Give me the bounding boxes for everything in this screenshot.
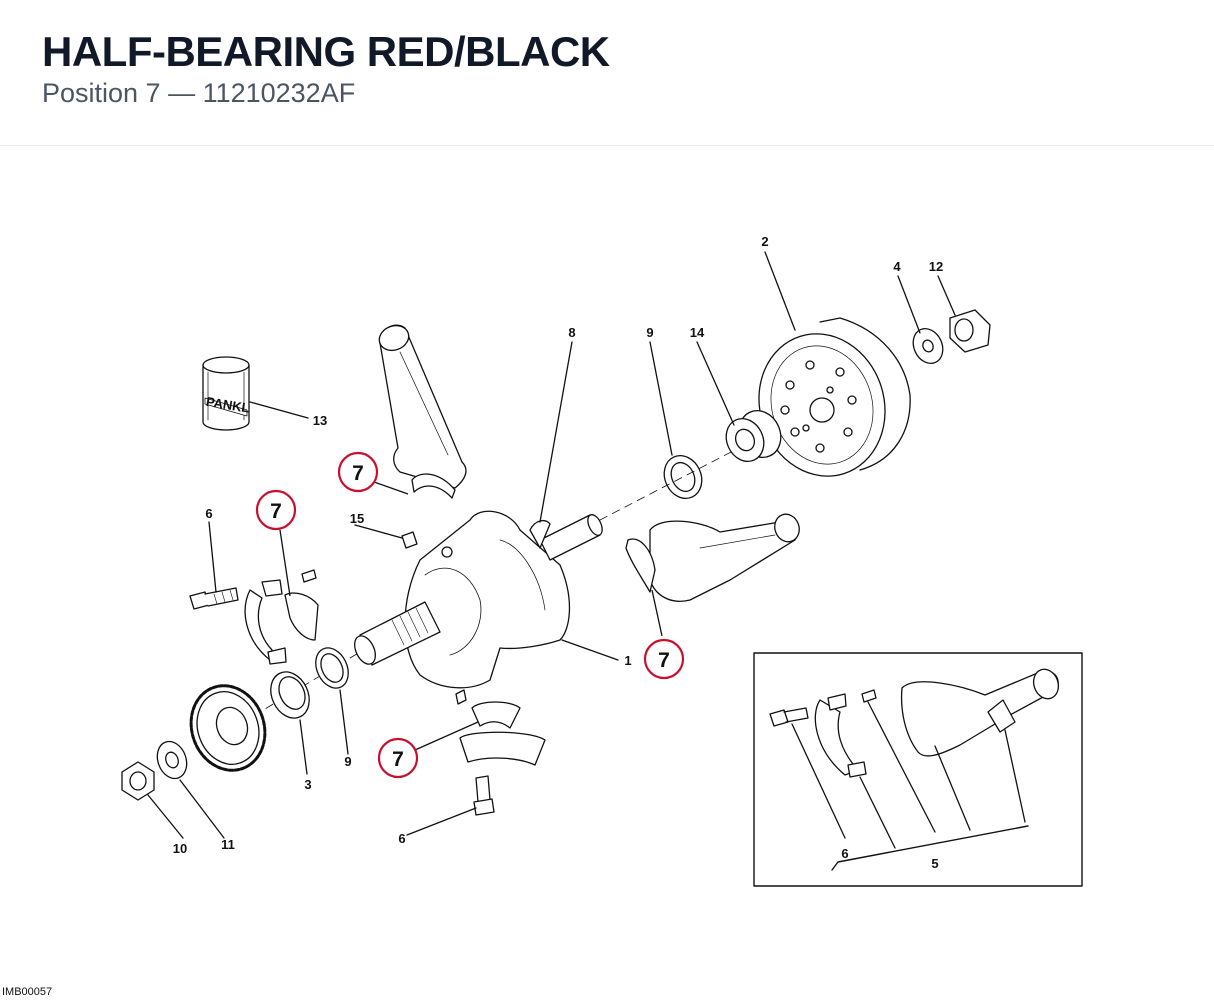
label-part-15: 15 bbox=[350, 511, 364, 526]
label-part-13: 13 bbox=[313, 413, 327, 428]
left-rod-cap bbox=[244, 569, 319, 665]
lower-rod-cap bbox=[455, 689, 546, 766]
timing-gear bbox=[189, 684, 267, 772]
label-part-3: 3 bbox=[304, 777, 311, 792]
callout-7-bottom: 7 bbox=[377, 737, 419, 779]
part-11-washer bbox=[156, 740, 188, 780]
label-part-12: 12 bbox=[929, 259, 943, 274]
label-part-9-bottom: 9 bbox=[344, 754, 351, 769]
label-part-5-inset: 5 bbox=[931, 856, 938, 871]
label-part-8: 8 bbox=[568, 325, 575, 340]
part-6-bolt-bottom bbox=[473, 775, 495, 816]
part-2-flywheel bbox=[758, 317, 911, 477]
pin-brand-text: PANKL bbox=[205, 394, 251, 416]
label-part-11: 11 bbox=[221, 837, 235, 852]
part-1-crankshaft bbox=[354, 510, 603, 689]
label-part-2: 2 bbox=[761, 234, 768, 249]
part-15-dowel bbox=[401, 531, 418, 549]
callout-7-top: 7 bbox=[337, 451, 379, 493]
svg-text:7: 7 bbox=[352, 462, 364, 485]
upper-connecting-rod bbox=[378, 324, 467, 499]
part-14-hub bbox=[725, 410, 782, 462]
label-part-6-bottom: 6 bbox=[398, 831, 405, 846]
label-part-10: 10 bbox=[173, 841, 187, 856]
svg-text:7: 7 bbox=[658, 649, 670, 672]
callout-7-right: 7 bbox=[643, 638, 685, 680]
label-part-4: 4 bbox=[893, 259, 901, 274]
part-9-washer-right bbox=[663, 455, 703, 499]
highlight-callouts bbox=[279, 481, 663, 751]
page-header: HALF-BEARING RED/BLACK Position 7 — 1121… bbox=[0, 0, 1214, 146]
detail-inset bbox=[753, 652, 1083, 887]
label-part-6-left: 6 bbox=[205, 506, 212, 521]
svg-text:7: 7 bbox=[270, 500, 282, 523]
image-code: IMB00057 bbox=[2, 986, 53, 998]
part-4-washer bbox=[912, 327, 944, 365]
svg-text:7: 7 bbox=[392, 748, 404, 771]
page-subtitle: Position 7 — 11210232AF bbox=[42, 78, 356, 108]
right-connecting-rod bbox=[625, 513, 800, 602]
part-10-nut bbox=[121, 761, 155, 801]
callout-7-left: 7 bbox=[255, 489, 297, 531]
label-part-6-inset: 6 bbox=[841, 846, 848, 861]
part-13-pin bbox=[202, 356, 250, 431]
part-6-bolt-left bbox=[189, 587, 239, 610]
label-part-1: 1 bbox=[624, 653, 631, 668]
part-9-washer-left bbox=[315, 647, 349, 689]
label-part-14: 14 bbox=[690, 325, 705, 340]
label-part-9-top: 9 bbox=[646, 325, 653, 340]
part-3-ring bbox=[270, 671, 310, 719]
part-12-nut bbox=[949, 309, 991, 353]
page-title: HALF-BEARING RED/BLACK bbox=[42, 28, 610, 75]
